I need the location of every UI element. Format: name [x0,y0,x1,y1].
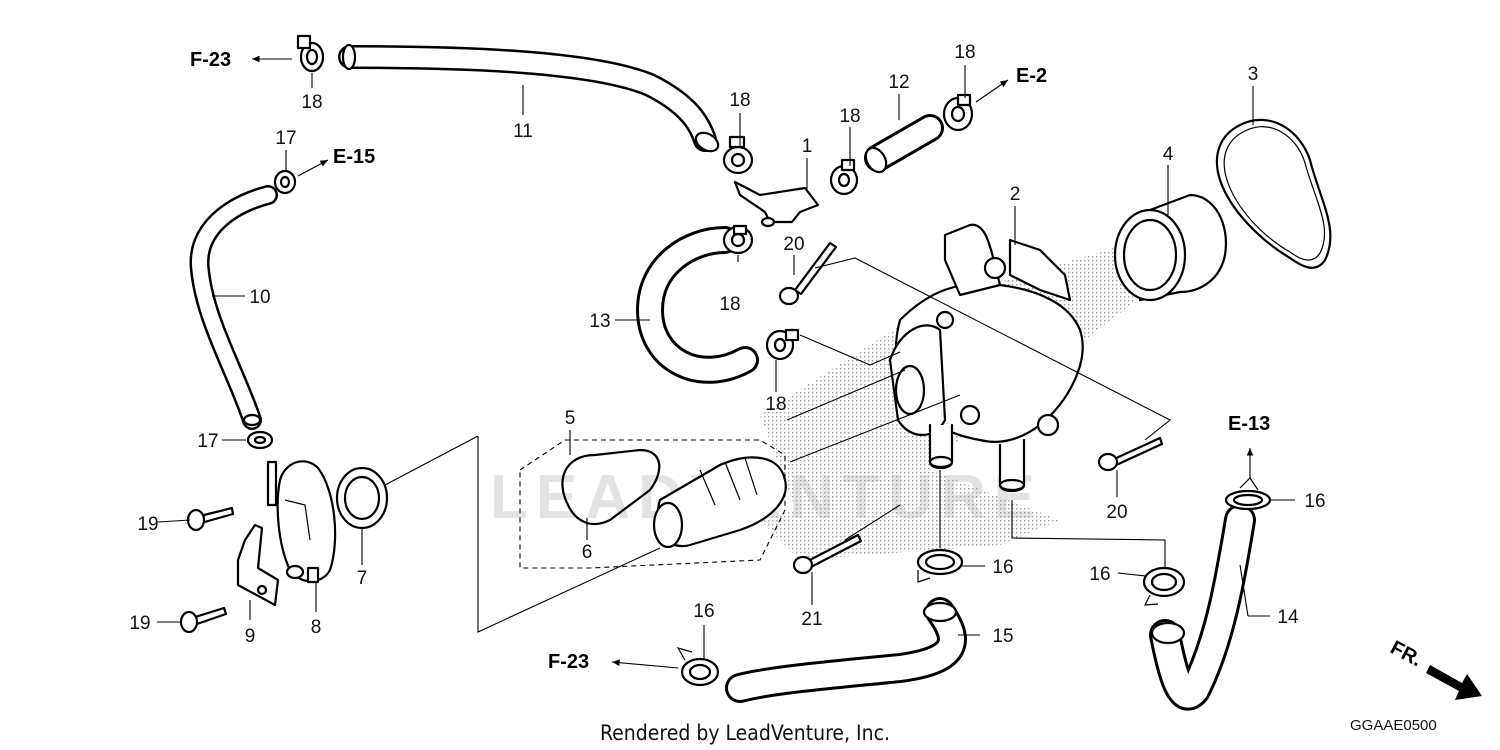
callout-1: 1 [802,136,813,157]
clamp-16-bottom[interactable] [676,647,720,687]
callout-5: 5 [565,408,576,429]
callout-6: 6 [582,542,593,563]
callout-20-lower: 20 [1106,502,1127,523]
callout-17-upper: 17 [275,128,296,149]
callout-11: 11 [513,121,533,142]
callout-18-top-left: 18 [301,92,322,113]
thermostat-assembly-box [519,439,786,569]
clamp-18-hose13-bottom[interactable] [765,328,800,361]
reference-arrows [252,55,1254,669]
callout-3: 3 [1248,64,1259,85]
reference-labels: F-23 E-15 E-2 E-13 F-23 FR. [190,49,1425,673]
thermostat-5[interactable] [652,456,787,549]
clamp-18-right-of-t[interactable] [829,158,859,196]
hose-12[interactable] [862,114,944,176]
callout-7: 7 [357,568,368,589]
clamp-16-right[interactable] [1142,566,1186,606]
bolt-20-lower[interactable] [1097,436,1164,472]
ref-e2: E-2 [1016,65,1047,87]
ref-e13: E-13 [1228,413,1270,435]
callout-15: 15 [992,626,1013,647]
callout-8: 8 [311,617,322,638]
gasket-6[interactable] [561,448,661,526]
callout-14: 14 [1277,607,1299,628]
t-joint-1[interactable] [733,180,820,228]
callout-18-upper-mid: 18 [729,90,750,111]
bolt-19-upper[interactable] [186,506,235,532]
callout-18-right-of-t: 18 [839,106,860,127]
callout-18-hose13-top: 18 [719,294,740,315]
hose-15[interactable] [725,597,967,703]
callout-12: 12 [888,72,909,93]
oil-seal-7[interactable] [335,466,389,530]
clamp-18-top-left[interactable] [296,34,325,73]
housing-cover-8[interactable] [266,460,337,584]
hose-14[interactable] [1149,504,1256,711]
diagram-code: GGAAE0500 [1350,717,1437,734]
bolt-19-lower[interactable] [179,606,228,634]
callout-16-right: 16 [1089,564,1110,585]
bracket-9[interactable] [236,523,280,607]
callout-13: 13 [589,311,610,332]
callout-17-lower: 17 [197,431,218,452]
credit-text: Rendered by LeadVenture, Inc. [600,721,890,745]
callout-21: 21 [801,609,822,630]
callout-19-upper: 19 [137,514,158,535]
ref-f23-top: F-23 [190,49,231,71]
callout-16-e13: 16 [1304,491,1325,512]
callout-18-hose13-bottom: 18 [765,394,786,415]
hose-10[interactable] [189,185,278,430]
clamp-18-hose13-top[interactable] [722,224,754,255]
callout-10: 10 [249,287,270,308]
callout-20-upper: 20 [783,234,804,255]
hose-11[interactable] [338,43,721,155]
bolt-20-upper[interactable] [778,241,838,306]
gasket-3[interactable] [1215,118,1332,269]
clamp-16-mid[interactable] [916,548,964,583]
ref-fr: FR. [1387,637,1426,672]
clamp-17-upper[interactable] [273,169,297,195]
front-direction-arrow-icon [1426,665,1482,700]
clamp-18-upper-mid[interactable] [722,135,754,175]
callout-4: 4 [1163,144,1174,165]
clamp-16-e13[interactable] [1224,477,1272,511]
callout-9: 9 [245,626,256,647]
callout-19-lower: 19 [129,613,150,634]
seal-4[interactable] [1113,193,1228,302]
callout-2: 2 [1010,184,1021,205]
ref-f23-bottom: F-23 [548,651,589,673]
ref-e15: E-15 [333,146,375,168]
callout-16-bottom: 16 [693,601,714,622]
clamp-17-lower[interactable] [246,430,274,450]
hose-13[interactable] [636,226,759,384]
callout-18-e2: 18 [954,42,975,63]
clamp-18-e2[interactable] [942,93,974,132]
callout-16-mid: 16 [992,557,1013,578]
leader-lines [157,65,1295,660]
callout-numbers: 1 2 3 4 5 6 7 8 9 10 11 12 13 14 15 16 1… [129,42,1325,647]
bolt-21[interactable] [792,533,863,575]
